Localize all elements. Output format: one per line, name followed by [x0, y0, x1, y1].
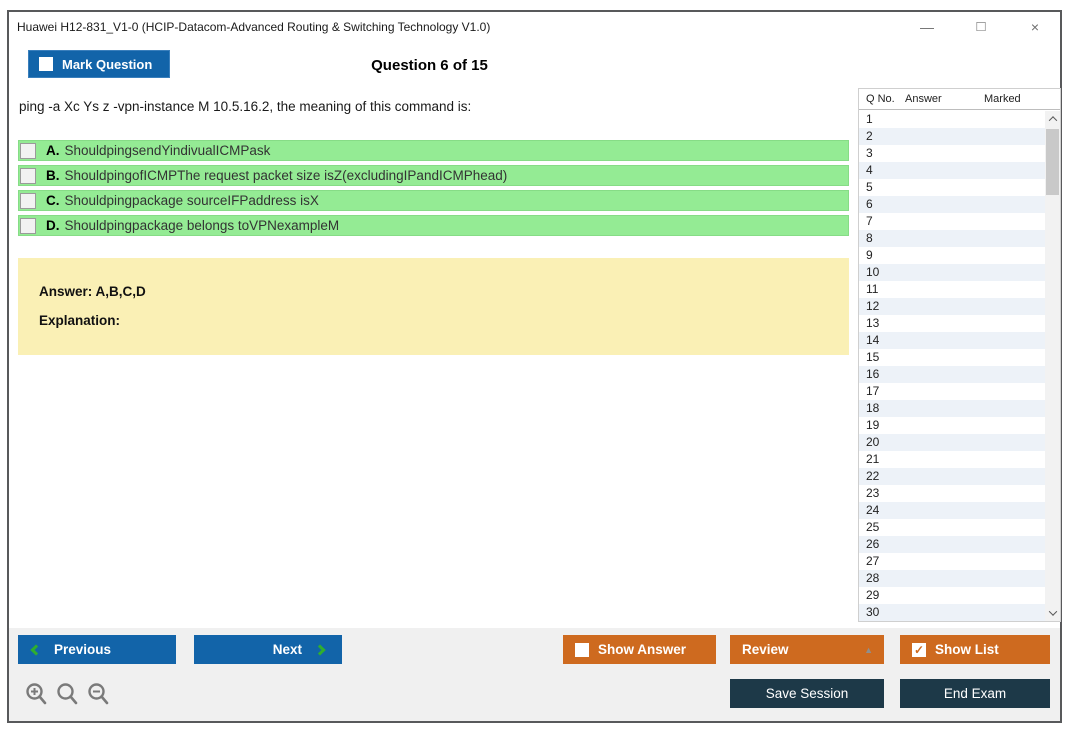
show-answer-checkbox[interactable]: [575, 642, 589, 657]
next-button[interactable]: Next: [194, 635, 342, 664]
window-title: Huawei H12-831_V1-0 (HCIP-Datacom-Advanc…: [17, 20, 491, 34]
chevron-left-icon: [30, 643, 42, 656]
option-text: Shouldpingpackage belongs toVPNexampleM: [64, 218, 340, 233]
show-list-checkbox[interactable]: ✓: [912, 642, 926, 657]
list-item[interactable]: 13: [859, 315, 1045, 332]
scroll-up-icon[interactable]: [1045, 111, 1060, 127]
explanation-label: Explanation:: [39, 313, 121, 328]
option-letter: C.: [46, 193, 60, 208]
chevron-right-icon: [314, 643, 326, 656]
next-label: Next: [272, 642, 302, 657]
question-counter: Question 6 of 15: [371, 57, 488, 74]
list-item[interactable]: 16: [859, 366, 1045, 383]
option-text: ShouldpingsendYindivualICMPask: [64, 143, 271, 158]
show-answer-button[interactable]: Show Answer: [563, 635, 716, 664]
footer-bar: Previous Next Show Answer Review ▲ ✓ Sho…: [9, 628, 1060, 721]
list-item[interactable]: 6: [859, 196, 1045, 213]
column-header-qno: Q No.: [866, 93, 895, 105]
list-item[interactable]: 5: [859, 179, 1045, 196]
list-item[interactable]: 19: [859, 417, 1045, 434]
list-item[interactable]: 20: [859, 434, 1045, 451]
window-controls: — □ ×: [916, 16, 1046, 38]
answer-text: Answer: A,B,C,D: [39, 284, 146, 299]
review-button[interactable]: Review ▲: [730, 635, 884, 664]
zoom-toolbar: [25, 682, 109, 706]
option-text: Shouldpingpackage sourceIFPaddress isX: [64, 193, 319, 208]
option-d[interactable]: D. Shouldpingpackage belongs toVPNexampl…: [18, 215, 849, 236]
list-item[interactable]: 22: [859, 468, 1045, 485]
zoom-reset-icon[interactable]: [56, 682, 78, 706]
list-item[interactable]: 1: [859, 111, 1045, 128]
close-icon[interactable]: ×: [1030, 19, 1040, 35]
previous-label: Previous: [54, 642, 112, 657]
end-exam-label: End Exam: [943, 686, 1007, 701]
maximize-icon[interactable]: □: [976, 18, 986, 35]
mark-question-label: Mark Question: [62, 56, 153, 72]
options-list: A. ShouldpingsendYindivualICMPask B. Sho…: [18, 140, 849, 236]
option-c[interactable]: C. Shouldpingpackage sourceIFPaddress is…: [18, 190, 849, 211]
list-item[interactable]: 14: [859, 332, 1045, 349]
column-header-marked: Marked: [984, 93, 1021, 105]
dropdown-arrow-icon: ▲: [864, 645, 873, 655]
question-list-header: Q No. Answer Marked: [859, 89, 1060, 110]
zoom-in-icon[interactable]: [25, 682, 47, 706]
list-item[interactable]: 8: [859, 230, 1045, 247]
list-item[interactable]: 28: [859, 570, 1045, 587]
option-letter: A.: [46, 143, 60, 158]
review-label: Review: [742, 642, 789, 657]
question-list-scrollbar[interactable]: [1045, 111, 1060, 621]
list-item[interactable]: 9: [859, 247, 1045, 264]
minimize-icon[interactable]: —: [920, 19, 934, 35]
list-item[interactable]: 17: [859, 383, 1045, 400]
question-text: ping -a Xc Ys z -vpn-instance M 10.5.16.…: [19, 99, 472, 114]
list-item[interactable]: 24: [859, 502, 1045, 519]
list-item[interactable]: 27: [859, 553, 1045, 570]
mark-question-button[interactable]: Mark Question: [28, 50, 170, 78]
save-session-button[interactable]: Save Session: [730, 679, 884, 708]
list-item[interactable]: 11: [859, 281, 1045, 298]
list-item[interactable]: 7: [859, 213, 1045, 230]
list-item[interactable]: 2: [859, 128, 1045, 145]
list-item[interactable]: 10: [859, 264, 1045, 281]
answer-box: Answer: A,B,C,D Explanation:: [18, 258, 849, 355]
list-item[interactable]: 26: [859, 536, 1045, 553]
mark-question-checkbox[interactable]: [39, 57, 53, 71]
option-text: ShouldpingofICMPThe request packet size …: [64, 168, 508, 183]
list-item[interactable]: 25: [859, 519, 1045, 536]
end-exam-button[interactable]: End Exam: [900, 679, 1050, 708]
list-item[interactable]: 21: [859, 451, 1045, 468]
show-list-button[interactable]: ✓ Show List: [900, 635, 1050, 664]
title-bar: Huawei H12-831_V1-0 (HCIP-Datacom-Advanc…: [9, 12, 1060, 42]
exam-window: Huawei H12-831_V1-0 (HCIP-Datacom-Advanc…: [7, 10, 1062, 723]
option-a-checkbox[interactable]: [20, 142, 36, 159]
option-d-checkbox[interactable]: [20, 217, 36, 234]
list-item[interactable]: 30: [859, 604, 1045, 621]
option-letter: D.: [46, 218, 60, 233]
show-list-label: Show List: [935, 642, 999, 657]
list-item[interactable]: 29: [859, 587, 1045, 604]
option-b[interactable]: B. ShouldpingofICMPThe request packet si…: [18, 165, 849, 186]
scroll-down-icon[interactable]: [1045, 605, 1060, 621]
list-item[interactable]: 18: [859, 400, 1045, 417]
list-item[interactable]: 15: [859, 349, 1045, 366]
column-header-answer: Answer: [905, 93, 942, 105]
option-c-checkbox[interactable]: [20, 192, 36, 209]
list-item[interactable]: 4: [859, 162, 1045, 179]
option-a[interactable]: A. ShouldpingsendYindivualICMPask: [18, 140, 849, 161]
list-item[interactable]: 3: [859, 145, 1045, 162]
previous-button[interactable]: Previous: [18, 635, 176, 664]
list-item[interactable]: 23: [859, 485, 1045, 502]
scrollbar-thumb[interactable]: [1046, 129, 1059, 195]
option-b-checkbox[interactable]: [20, 167, 36, 184]
save-session-label: Save Session: [765, 686, 849, 701]
show-answer-label: Show Answer: [598, 642, 687, 657]
zoom-out-icon[interactable]: [87, 682, 109, 706]
list-item[interactable]: 12: [859, 298, 1045, 315]
option-letter: B.: [46, 168, 60, 183]
